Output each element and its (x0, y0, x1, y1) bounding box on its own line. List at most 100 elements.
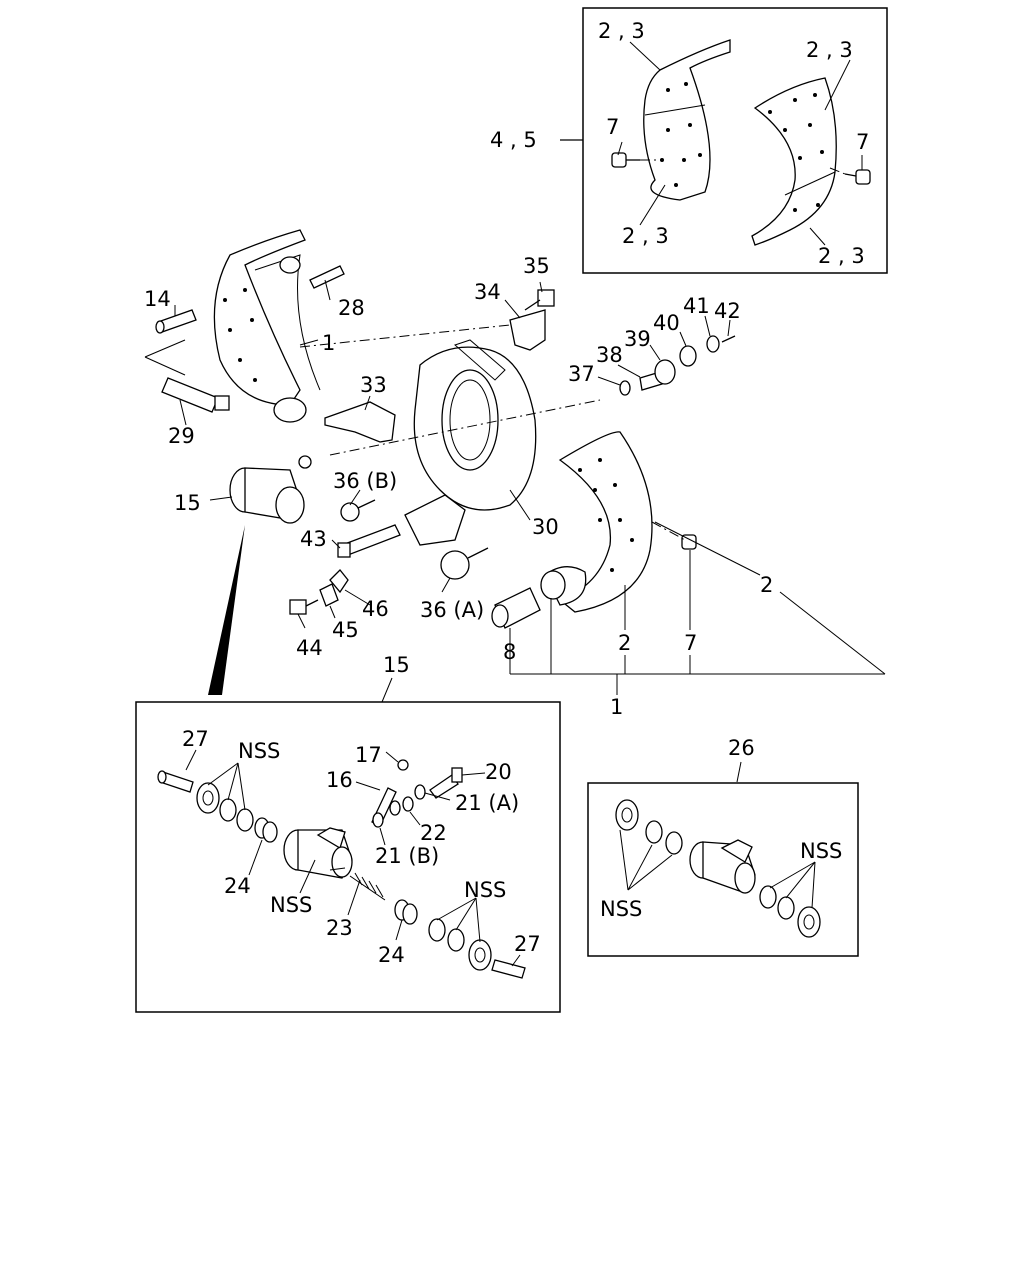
callout-bush-8: 8 (503, 640, 516, 664)
washer-21a-drawing (414, 784, 426, 800)
callout-bolt-20: 20 (485, 760, 512, 784)
callout-bolt-44: 44 (296, 636, 323, 660)
kit-boot-right-drawing (797, 906, 821, 938)
callout-spring-23: 23 (326, 916, 353, 940)
callout-shoe-1-upper: 1 (322, 331, 335, 355)
plate-45-drawing (319, 583, 339, 607)
callout-pin-28: 28 (338, 296, 365, 320)
kit-cylinder-drawing (689, 839, 756, 894)
callout-lining-2-right: 2 (760, 573, 773, 597)
callout-clip-46: 46 (362, 597, 389, 621)
lower-shoe-drawing (540, 431, 653, 613)
plate-33-drawing (324, 401, 396, 443)
callout-bolt-35: 35 (523, 254, 550, 278)
kit-26-box: NSS NSS (587, 782, 859, 957)
cup-a2-drawing (236, 808, 254, 832)
callout-washer-40: 40 (653, 311, 680, 335)
boot-a-drawing (196, 782, 220, 814)
kit-boot-left-drawing (615, 799, 639, 831)
washer-37-drawing (619, 380, 631, 396)
clip-34-drawing (509, 309, 546, 351)
callout-cylinder-15-detail: 15 (383, 653, 410, 677)
pin-43-drawing (337, 524, 401, 558)
callout-nss-d: NSS (800, 839, 842, 863)
callout-spring-24-a: 24 (224, 874, 251, 898)
callout-plate-45: 45 (332, 618, 359, 642)
boot-b-drawing (468, 939, 492, 971)
rivet-7-lower-drawing (651, 521, 697, 550)
callout-washer-21a: 21 (A) (455, 791, 519, 815)
callout-pin-43: 43 (300, 527, 327, 551)
adjuster-36a-drawing (440, 547, 489, 580)
callout-clip-34: 34 (474, 280, 501, 304)
kit-cup-right2-drawing (777, 896, 795, 920)
callout-lining-tr: 2 , 3 (806, 38, 853, 62)
bush-39-drawing (654, 359, 676, 385)
callout-spring-24-b: 24 (378, 943, 405, 967)
kit-cup-left2-drawing (665, 831, 683, 855)
callout-nut-41: 41 (683, 294, 710, 318)
callout-union-22: 22 (420, 821, 447, 845)
callout-backplate-30: 30 (532, 515, 559, 539)
pin-27-a-drawing (157, 770, 194, 793)
callout-adjuster-36a: 36 (A) (420, 598, 484, 622)
kit-cup-left1-drawing (645, 820, 663, 844)
callout-lining-bl: 2 , 3 (622, 224, 669, 248)
cup-a1-drawing (219, 798, 237, 822)
callout-nss-c: NSS (464, 878, 506, 902)
callout-adjuster-36b: 36 (B) (333, 469, 397, 493)
backplate-30-drawing (413, 339, 537, 511)
pin-42-drawing (721, 335, 736, 343)
bolt-44-drawing (289, 599, 319, 615)
cylinder-detail-box: 27 NSS 17 16 20 21 (A) 22 21 (B) 24 NSS … (135, 701, 561, 1013)
anchor-bracket-drawing (404, 494, 466, 546)
callout-lining-kit-4-5: 4 , 5 (490, 128, 537, 152)
lining-kit-box: 2 , 3 2 , 3 7 7 2 , 3 2 , 3 (560, 7, 888, 274)
spring-29-drawing (161, 377, 230, 413)
callout-nss-a: NSS (238, 739, 280, 763)
nut-41-drawing (706, 335, 720, 353)
callout-lining-tl: 2 , 3 (598, 19, 645, 43)
rivet-right-drawing (829, 167, 871, 185)
callout-kit-26: 26 (728, 736, 755, 760)
cylinder-body-detail-drawing (283, 827, 353, 879)
spring-23-drawing (349, 872, 386, 901)
callout-pin-14: 14 (144, 287, 171, 311)
right-lining-drawing (751, 77, 837, 246)
bolt-35-drawing (524, 289, 555, 311)
cup-b1-drawing (428, 918, 446, 942)
callout-nss-e: NSS (600, 897, 642, 921)
callout-bleeder-16: 16 (326, 768, 353, 792)
callout-pin-42: 42 (714, 299, 741, 323)
pin-27-b-drawing (491, 959, 526, 979)
callout-rivet-7-left: 7 (606, 115, 619, 139)
kit-cup-right1-drawing (759, 885, 777, 909)
left-lining-drawing (643, 39, 731, 201)
callout-rivet-7-bottom: 7 (684, 631, 697, 655)
spring-24-a-drawing (254, 817, 278, 843)
spring-24-b-drawing (394, 899, 418, 925)
pin-28-drawing (309, 265, 345, 289)
callout-lining-2-bottom: 2 (618, 631, 631, 655)
wheel-cylinder-15-drawing (229, 455, 312, 524)
bush-8-drawing (491, 587, 541, 629)
adjuster-36b-drawing (340, 499, 376, 522)
callout-spring-38: 38 (596, 343, 623, 367)
callout-cylinder-15: 15 (174, 491, 201, 515)
callout-bleeder-17: 17 (355, 743, 382, 767)
callout-washer-37: 37 (568, 362, 595, 386)
callout-spring-29: 29 (168, 424, 195, 448)
callout-pin-27-b: 27 (514, 932, 541, 956)
callout-shoe-assy-1: 1 (610, 695, 623, 719)
callout-washer-21b: 21 (B) (375, 844, 439, 868)
union-22-drawing (389, 796, 414, 816)
clip-46-drawing (329, 569, 349, 594)
callout-pin-27-a: 27 (182, 727, 209, 751)
bleeder-17-drawing (397, 759, 409, 771)
callout-lining-br: 2 , 3 (818, 244, 865, 268)
washer-40-drawing (679, 345, 697, 367)
callout-bush-39: 39 (624, 327, 651, 351)
washer-21b-drawing (372, 812, 384, 828)
upper-shoe-drawing (213, 229, 321, 423)
